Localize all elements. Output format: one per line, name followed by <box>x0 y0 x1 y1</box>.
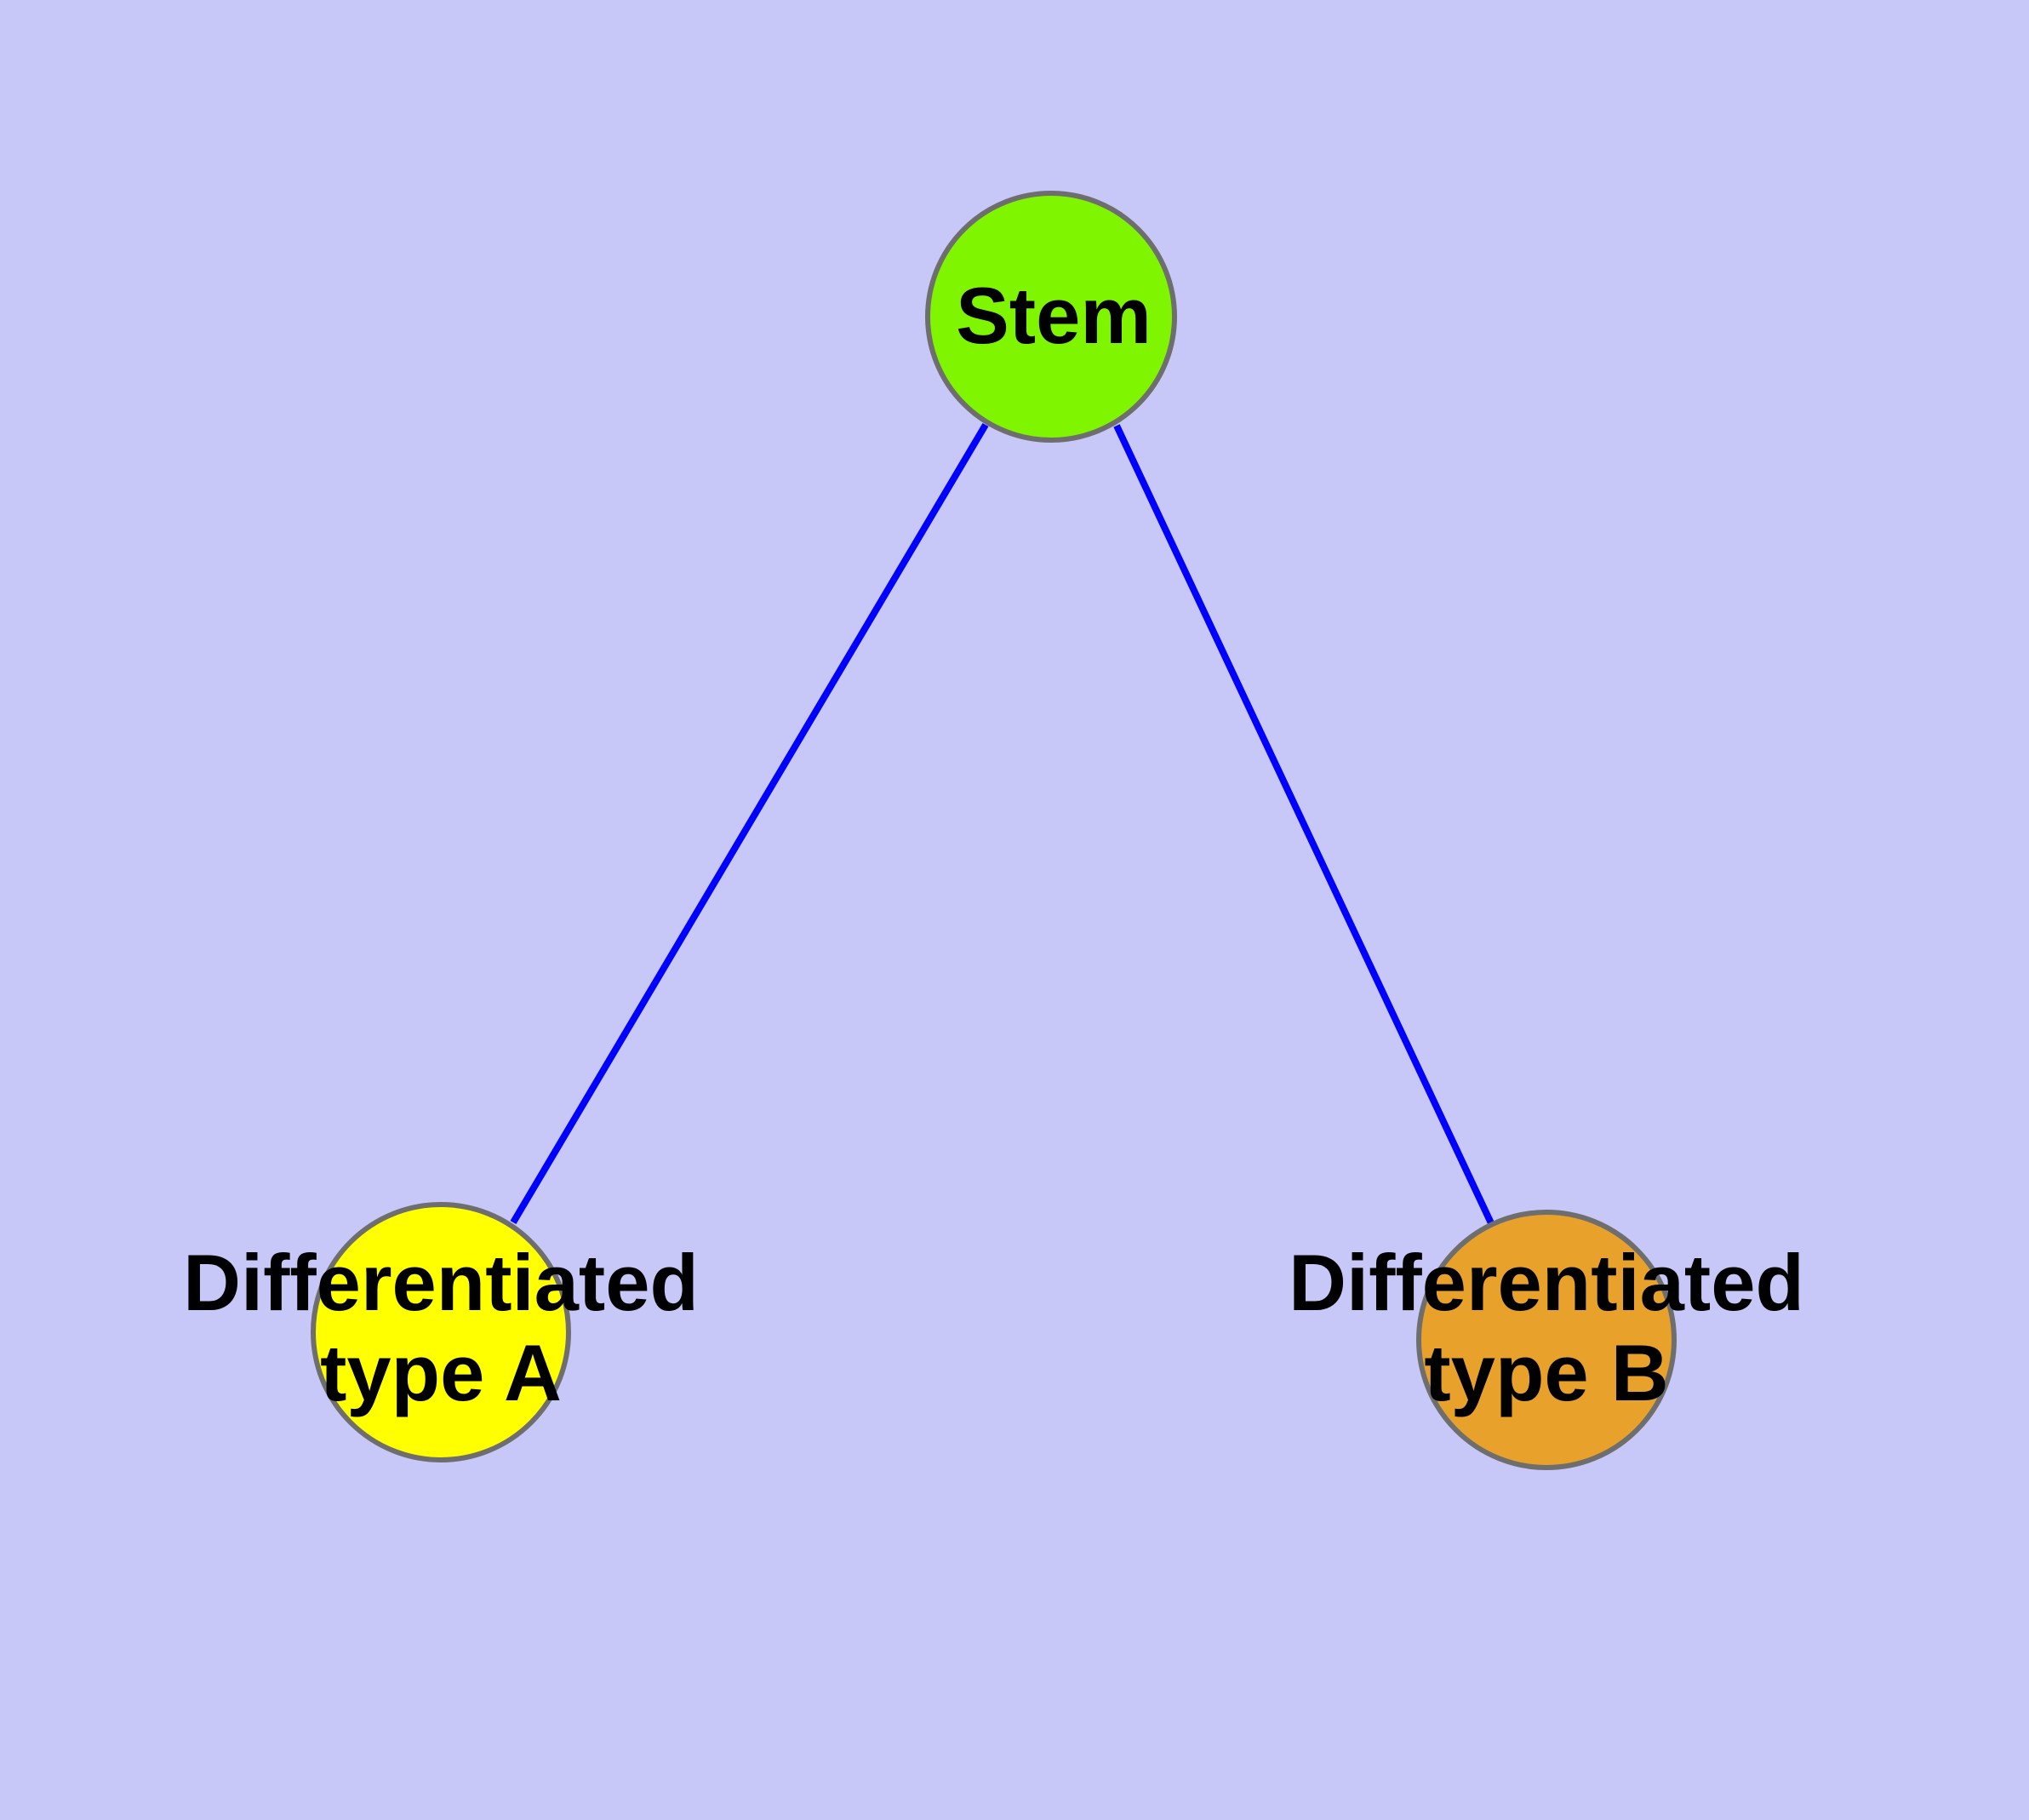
node-diff-type-b[interactable]: Differentiated type B <box>1289 1210 1804 1470</box>
node-circle-stem[interactable] <box>925 191 1177 443</box>
node-label-diff-type-b-line1: Differentiated <box>1289 1238 1804 1327</box>
edge-stem-to-diff-type-a[interactable] <box>510 422 989 1225</box>
node-circle-diff-type-b[interactable] <box>1416 1210 1677 1470</box>
node-label-diff-type-b-line2: type B <box>1424 1328 1668 1417</box>
node-diff-type-a[interactable]: Differentiated type A <box>183 1202 699 1462</box>
node-stem[interactable]: Stem <box>925 191 1177 443</box>
node-label-diff-type-a-line2: type A <box>320 1328 562 1417</box>
node-label-diff-type-a-line1: Differentiated <box>183 1238 699 1327</box>
node-label-stem: Stem <box>956 271 1152 360</box>
node-circle-diff-type-a[interactable] <box>311 1202 571 1462</box>
edge-stem-to-diff-type-b[interactable] <box>1113 424 1495 1227</box>
